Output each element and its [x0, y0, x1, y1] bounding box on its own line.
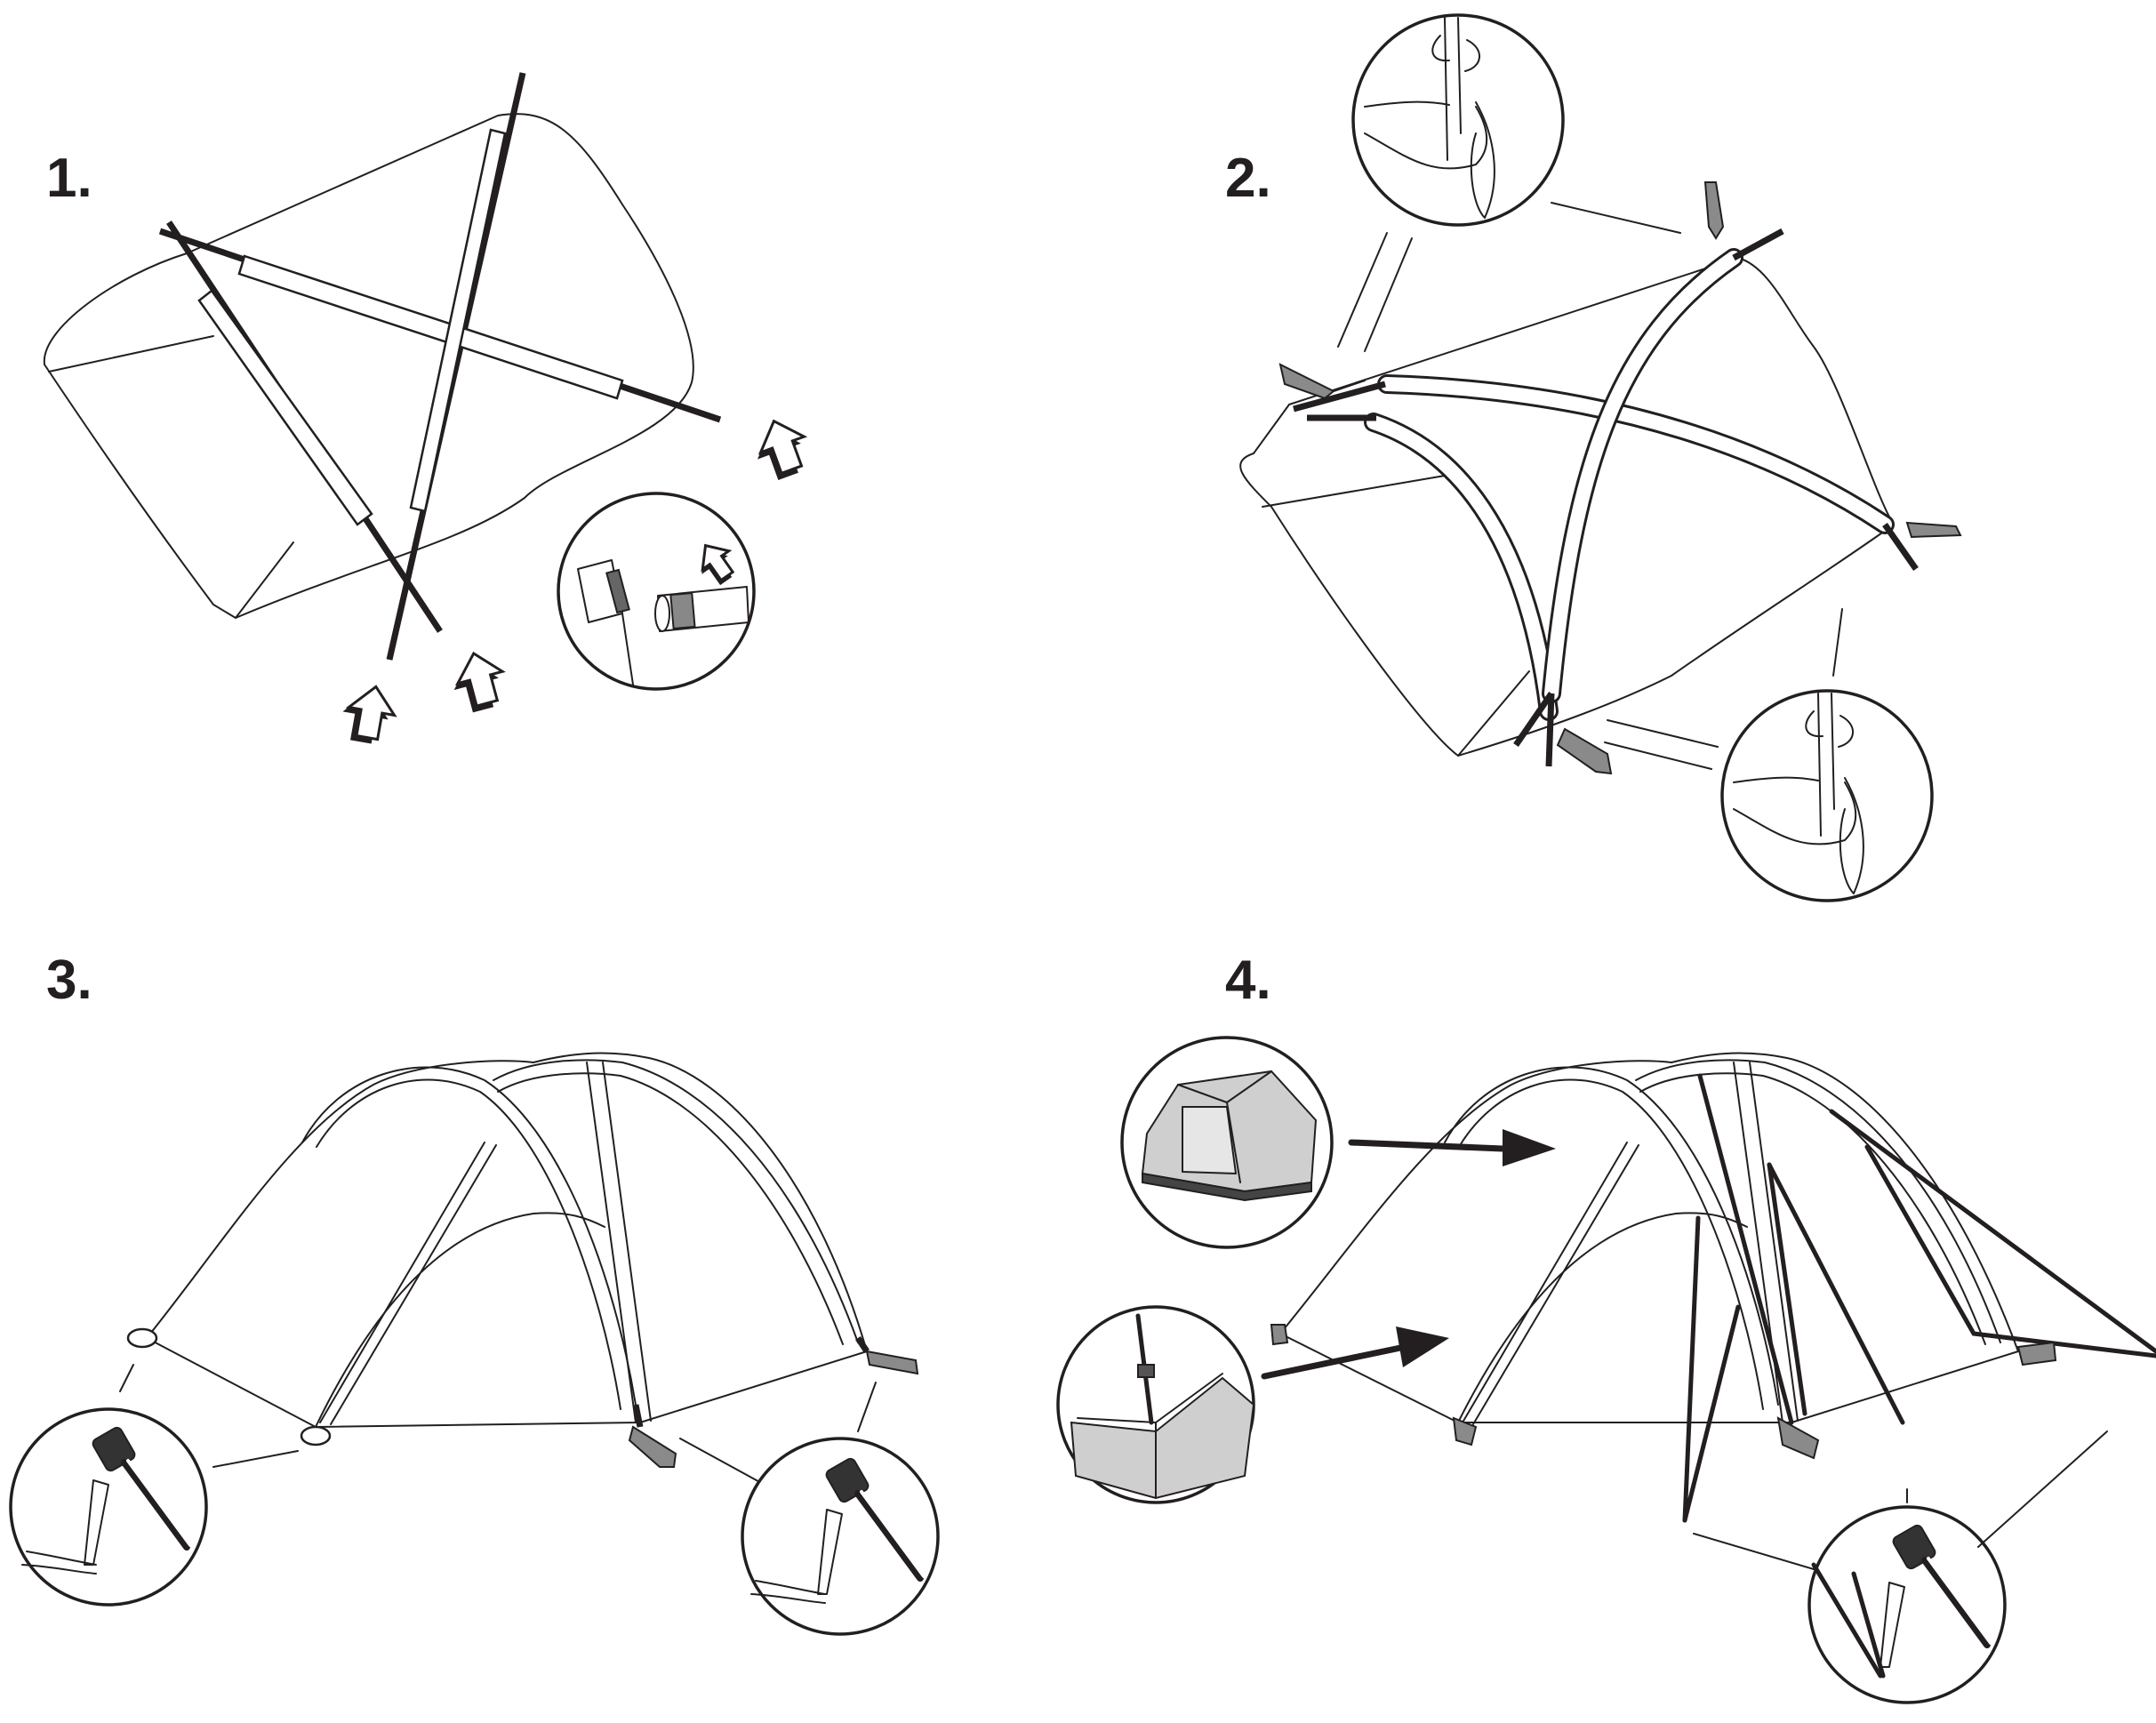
- ring-icon: [126, 1327, 158, 1349]
- clip-attach-detail: [1720, 689, 1934, 902]
- stake-icon: [817, 1509, 843, 1595]
- clip-icon: [1905, 521, 1962, 539]
- clip-icon: [865, 1350, 919, 1375]
- tent-body-raised: [1239, 257, 1895, 757]
- pole-arc: [1635, 1059, 2001, 1343]
- pointer-arrow: [1348, 1139, 1506, 1152]
- stake-icon: [1879, 1582, 1905, 1668]
- ring-icon: [300, 1425, 332, 1447]
- pole-sleeve: [197, 289, 373, 526]
- stake-hammer-detail: [9, 1407, 208, 1607]
- flysheet-detail: [1120, 1036, 1334, 1249]
- clip-icon: [1270, 1324, 1289, 1346]
- guy-line: [1767, 1162, 1807, 1416]
- step-2-illustration: [1239, 13, 1962, 902]
- insert-arrow-icon: [342, 685, 397, 744]
- pole-straight: [586, 1062, 637, 1423]
- pole-joint-detail: [557, 492, 756, 691]
- pole-arc: [493, 1059, 859, 1343]
- step-3-number: 3.: [46, 950, 92, 1011]
- step-3-illustration: [9, 1052, 940, 1636]
- pole-sleeve: [237, 254, 624, 400]
- stake-hammer-detail: [741, 1437, 940, 1636]
- guy-line: [1829, 1109, 2156, 1354]
- clip-icon: [628, 1425, 677, 1468]
- pole-sleeve: [409, 128, 507, 513]
- clip-icon: [1703, 181, 1725, 240]
- pole-a: [1377, 374, 1895, 534]
- step-1-illustration: [43, 72, 808, 744]
- pole-arc: [1444, 1066, 1779, 1406]
- insert-arrow-icon: [757, 419, 808, 480]
- guy-line: [1682, 1304, 1741, 1523]
- groundsheet-icon: [1070, 1376, 1255, 1500]
- pole-arc: [301, 1066, 637, 1406]
- clip-icon: [1452, 1416, 1478, 1447]
- tent-body-standing: [146, 1337, 868, 1428]
- clip-icon: [1776, 1416, 1820, 1460]
- pole-b: [1364, 413, 1559, 721]
- guy-line: [1864, 1144, 2156, 1358]
- clip-icon: [2016, 1341, 2057, 1366]
- corner-detail: [1056, 1305, 1255, 1504]
- pointer-arrow: [1261, 1343, 1408, 1380]
- insert-arrow-icon: [453, 651, 506, 713]
- guy-line: [1767, 1162, 1905, 1425]
- clip-icon: [1556, 727, 1613, 775]
- pole-c: [1542, 248, 1743, 703]
- step-4-number: 4.: [1225, 950, 1271, 1011]
- stake-hammer-detail: [1807, 1505, 2007, 1704]
- guy-line: [1682, 1215, 1701, 1523]
- step-4-illustration: [1056, 1036, 2156, 1704]
- step-2-number: 2.: [1225, 148, 1271, 209]
- clip-attach-detail: [1351, 13, 1565, 227]
- clip-icon: [1278, 363, 1335, 400]
- guy-line: [1697, 1073, 1794, 1425]
- tent-body-standing: [1279, 1333, 2019, 1423]
- step-1-number: 1.: [46, 148, 92, 209]
